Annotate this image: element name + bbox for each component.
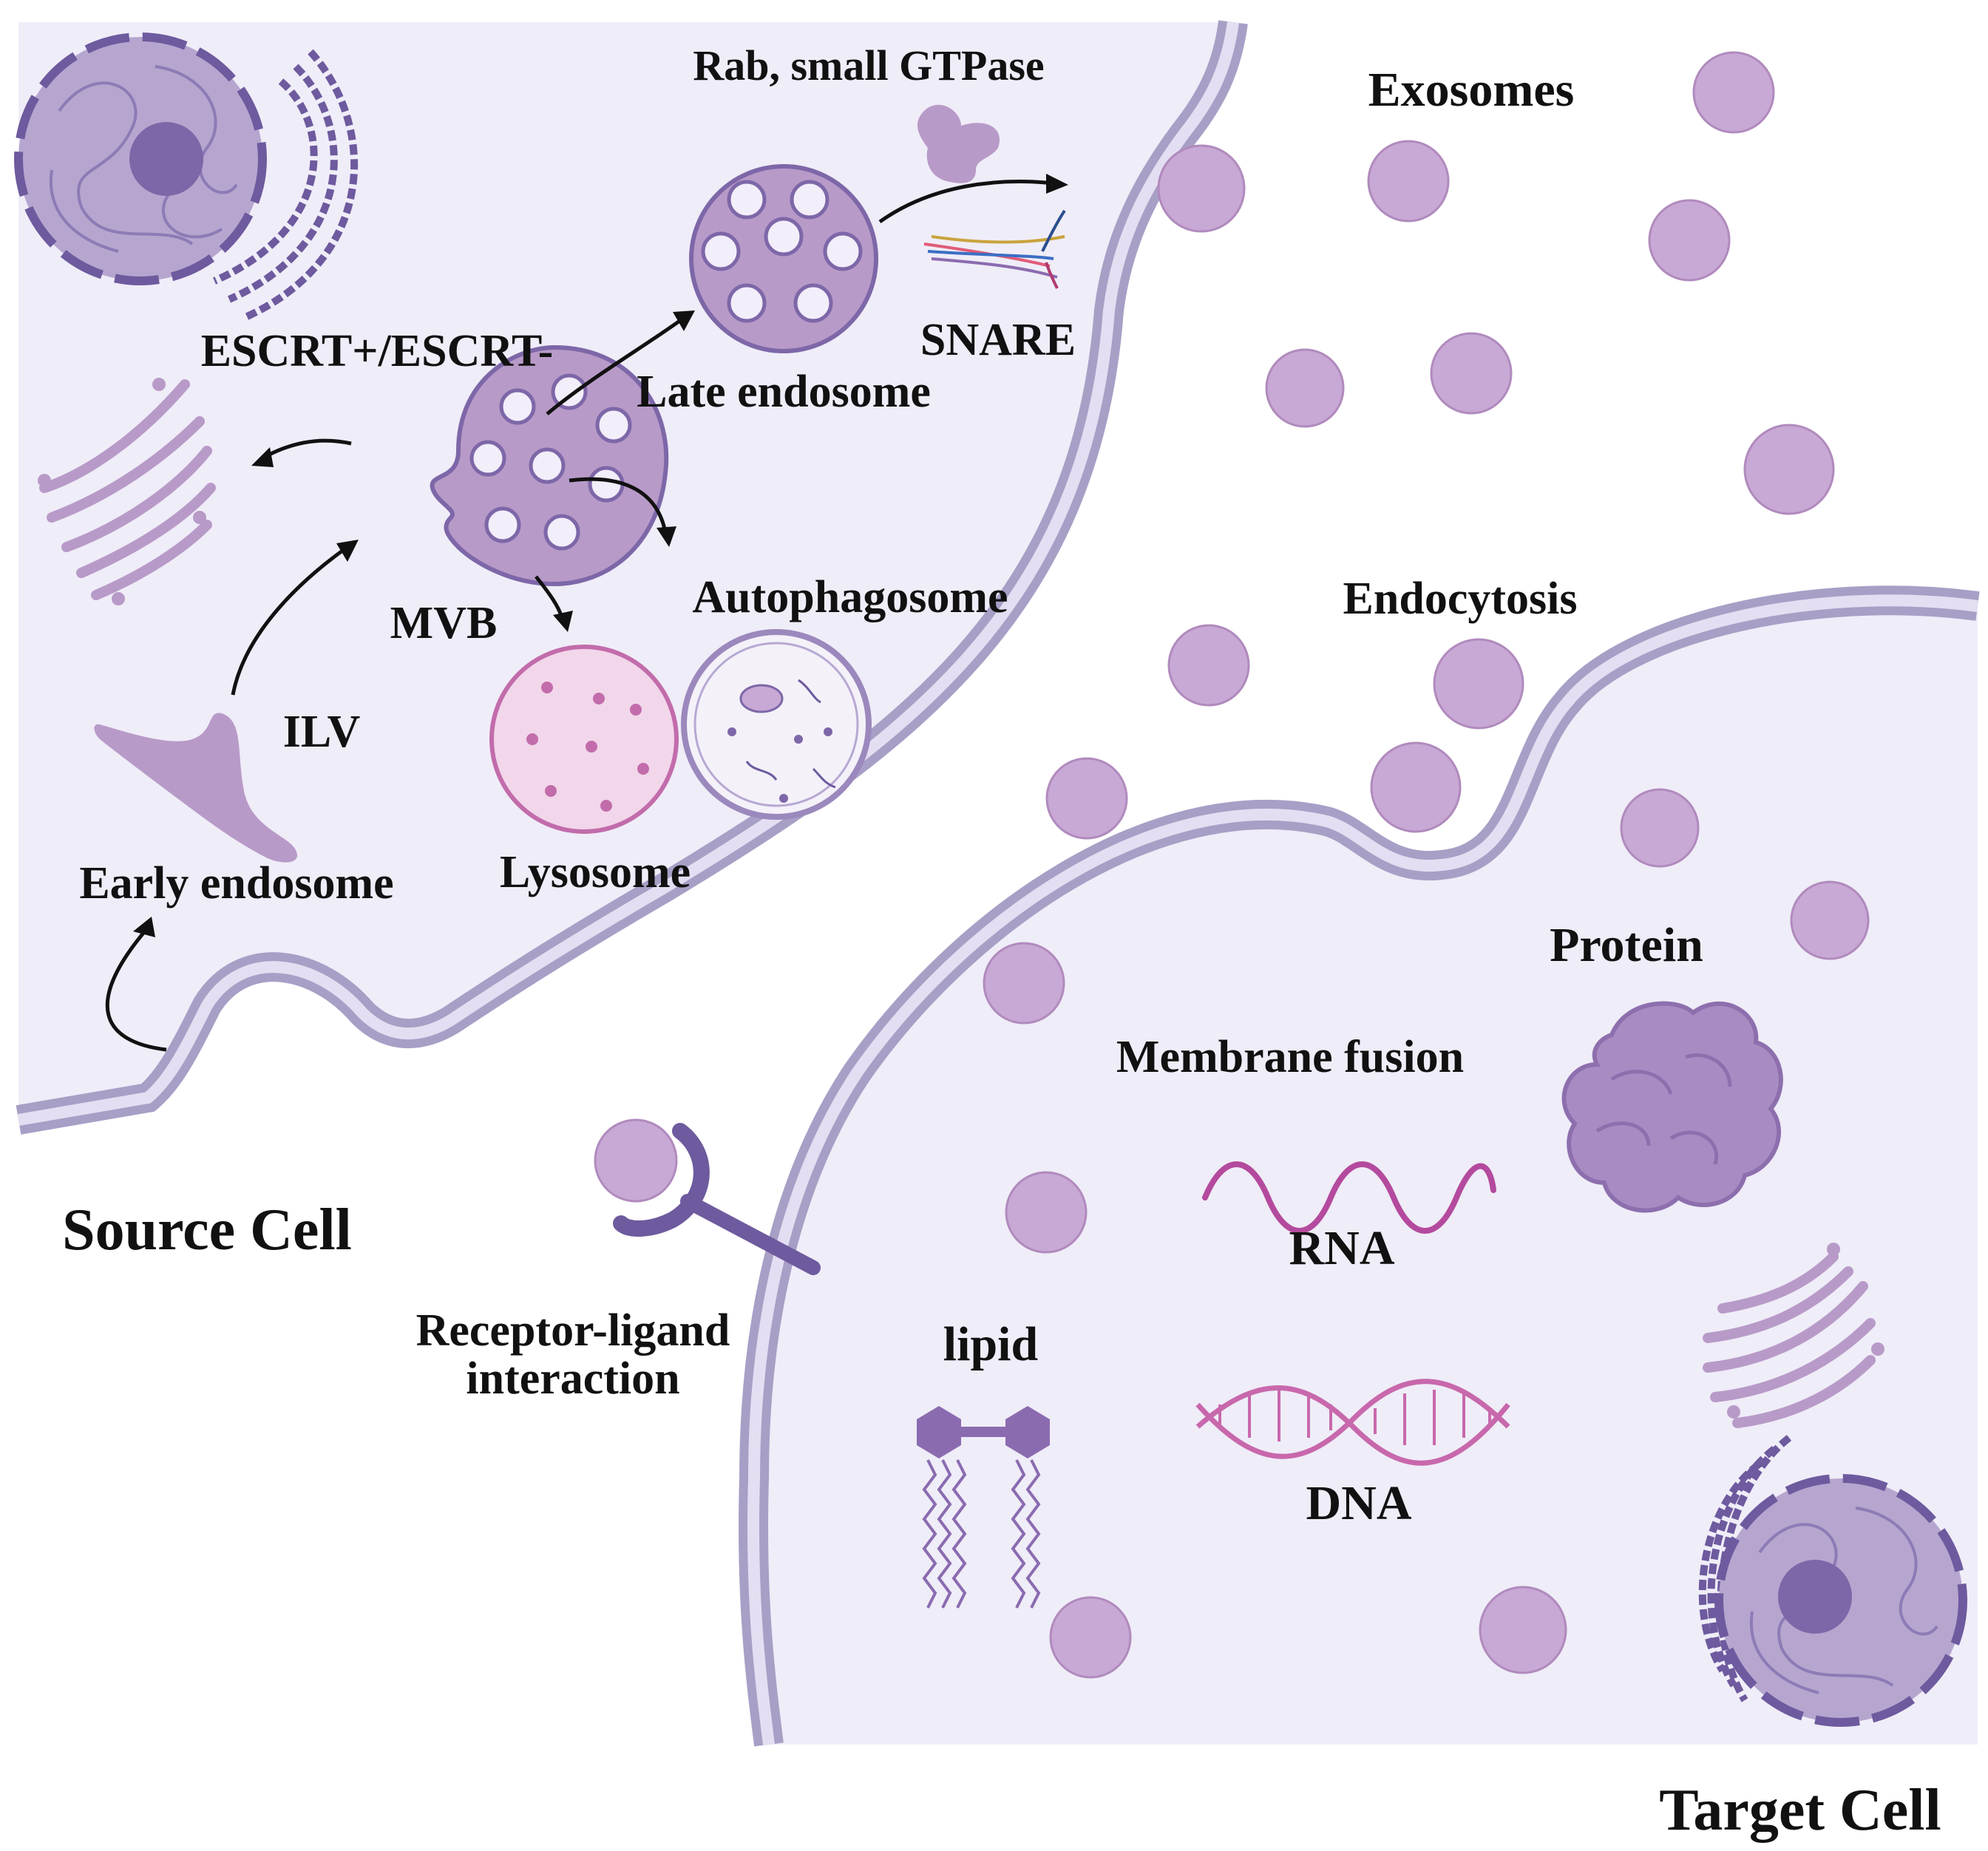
- exosome: [1370, 741, 1462, 833]
- exosome: [1790, 880, 1870, 960]
- pathway-arrows: [105, 174, 1068, 1052]
- labels: Rab, small GTPase Exosomes ESCRT+/ESCRT-…: [62, 41, 1941, 1843]
- arrow-early-to-mvb: [231, 545, 349, 696]
- label-early-endosome: Early endosome: [79, 858, 393, 908]
- exosome: [1692, 51, 1775, 134]
- label-rab: Rab, small GTPase: [693, 41, 1044, 89]
- rna-icon: [1202, 1161, 1496, 1234]
- target-er-icon: [1698, 1435, 1792, 1702]
- label-receptor-ligand: Receptor-ligand: [416, 1305, 730, 1356]
- exosome: [1433, 638, 1524, 730]
- exosome: [983, 942, 1065, 1025]
- source-nucleus: [14, 33, 267, 285]
- label-autophagosome: Autophagosome: [692, 572, 1008, 622]
- arrow-late-to-membrane: [878, 180, 1054, 224]
- label-lysosome: Lysosome: [500, 847, 691, 897]
- rab-gtpase-icon: [917, 104, 1000, 183]
- exosome: [1005, 1171, 1088, 1254]
- label-late-endosome: Late endosome: [637, 367, 931, 417]
- exosome: [1479, 1586, 1567, 1674]
- arrow-mvb-to-autophagosome: [569, 477, 668, 533]
- golgi-source-icon: [38, 378, 216, 605]
- protein-icon: [1561, 1001, 1783, 1213]
- label-rna: RNA: [1289, 1221, 1395, 1275]
- exosomes: [983, 51, 1870, 1679]
- label-source-cell: Source Cell: [62, 1198, 352, 1263]
- autophagosome-icon: [681, 629, 872, 820]
- label-mvb: MVB: [390, 598, 498, 648]
- early-endosome-icon: [94, 713, 297, 863]
- mvb-icon: [430, 344, 669, 587]
- late-endosome-icon: [689, 164, 878, 353]
- exosome: [1049, 1596, 1132, 1679]
- label-snare: SNARE: [920, 315, 1076, 365]
- label-lipid: lipid: [943, 1317, 1038, 1371]
- label-dna: DNA: [1306, 1476, 1412, 1530]
- exosome: [1167, 624, 1250, 707]
- target-cell: [739, 585, 1980, 1747]
- label-exosomes: Exosomes: [1368, 63, 1575, 117]
- label-interaction: interaction: [466, 1354, 679, 1404]
- golgi-target-icon: [1703, 1243, 1884, 1428]
- exosome: [1743, 424, 1835, 515]
- target-nucleus: [1714, 1474, 1967, 1727]
- snare-icon: [923, 209, 1066, 289]
- label-protein: Protein: [1550, 918, 1703, 972]
- exosome: [1367, 140, 1450, 223]
- exosome: [1045, 757, 1128, 840]
- label-escrt: ESCRT+/ESCRT-: [201, 326, 554, 376]
- label-membrane-fusion: Membrane fusion: [1116, 1032, 1464, 1082]
- lipid-icon: [917, 1406, 1050, 1609]
- label-target-cell: Target Cell: [1659, 1778, 1941, 1843]
- lysosome-icon: [489, 645, 679, 834]
- arrow-endocytosis-to-early: [105, 926, 167, 1052]
- arrow-mvb-to-golgi: [261, 438, 352, 461]
- label-ilv: ILV: [283, 707, 361, 757]
- dna-icon: [1195, 1379, 1510, 1466]
- exosome: [1157, 144, 1246, 233]
- receptor-ligand-icon: [594, 1118, 821, 1275]
- label-endocytosis: Endocytosis: [1343, 574, 1578, 624]
- source-er-icon: [212, 49, 358, 322]
- exosome: [1265, 348, 1345, 428]
- exosome: [1620, 788, 1700, 868]
- arrow-mvb-to-late: [546, 316, 685, 415]
- source-cell: [16, 20, 1248, 1135]
- exosome: [1648, 199, 1731, 282]
- source-cell-cytoplasm: [18, 22, 1233, 1120]
- exosome: [1430, 332, 1513, 415]
